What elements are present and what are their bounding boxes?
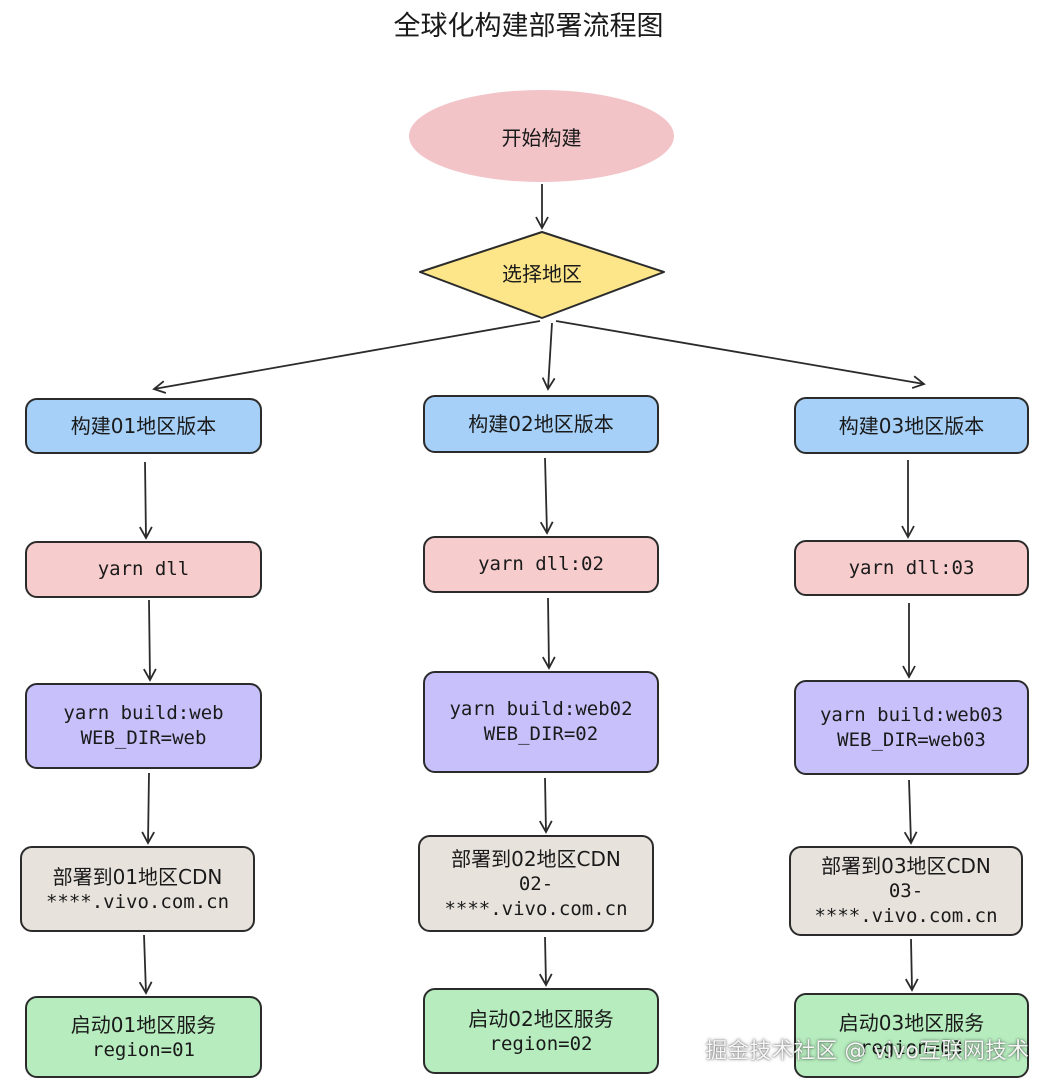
col3-web-node: yarn build:web03 WEB_DIR=web03 — [794, 680, 1029, 775]
arrow-col2-build-to-dll — [539, 457, 554, 535]
arrow-col2-dll-to-web — [542, 597, 556, 670]
col1-dll-label: yarn dll — [97, 558, 190, 581]
arrow-col2-web-to-deploy — [539, 777, 553, 834]
col3-build-node: 构建03地区版本 — [794, 397, 1029, 454]
arrow-decision-to-col3 — [555, 320, 926, 389]
col2-web-node: yarn build:web02 WEB_DIR=02 — [423, 671, 659, 773]
col1-deploy-node: 部署到01地区CDN ****.vivo.com.cn — [20, 846, 255, 932]
col2-dll-label: yarn dll:02 — [478, 553, 604, 576]
col3-web-line2: WEB_DIR=web03 — [837, 728, 986, 751]
col1-dll-node: yarn dll — [25, 541, 262, 598]
col2-deploy-line3: ****.vivo.com.cn — [444, 897, 628, 920]
col1-build-node: 构建01地区版本 — [25, 398, 262, 454]
col2-service-line1: 启动02地区服务 — [468, 1006, 614, 1031]
arrow-col2-deploy-to-service — [538, 936, 553, 987]
col3-service-line1: 启动03地区服务 — [838, 1011, 985, 1036]
diagram-title: 全球化构建部署流程图 — [393, 11, 664, 42]
col1-deploy-line2: ****.vivo.com.cn — [45, 890, 230, 913]
col1-service-line1: 启动01地区服务 — [70, 1012, 217, 1037]
col2-deploy-node: 部署到02地区CDN 02- ****.vivo.com.cn — [418, 835, 654, 932]
col3-deploy-node: 部署到03地区CDN 03- ****.vivo.com.cn — [789, 846, 1023, 936]
arrow-col1-dll-to-web — [143, 599, 157, 682]
col3-service-line2: region=03 — [860, 1037, 963, 1060]
col1-web-line2: WEB_DIR=web — [80, 727, 207, 749]
col1-build-label: 构建01地区版本 — [70, 414, 217, 438]
arrow-col1-web-to-deploy — [141, 772, 155, 845]
decision-node-label: 选择地区 — [502, 261, 582, 286]
col2-build-label: 构建02地区版本 — [468, 412, 614, 436]
start-node: 开始构建 — [409, 90, 674, 182]
col3-deploy-line1: 部署到03地区CDN — [821, 854, 991, 879]
arrow-col1-build-to-dll — [139, 461, 153, 540]
decision-node: 选择地区 — [420, 252, 664, 292]
col1-service-line2: region=01 — [92, 1038, 195, 1061]
col2-service-node: 启动02地区服务 region=02 — [423, 988, 659, 1074]
col2-web-line1: yarn build:web02 — [449, 698, 633, 721]
col1-web-line1: yarn build:web — [63, 702, 224, 725]
watermark: 掘金技术社区 @ vivo互联网技术 — [705, 1039, 1029, 1064]
col3-dll-label: yarn dll:03 — [848, 556, 975, 579]
col1-service-node: 启动01地区服务 region=01 — [25, 996, 262, 1078]
col3-build-label: 构建03地区版本 — [838, 413, 985, 438]
arrow-col1-deploy-to-service — [138, 934, 153, 995]
col3-service-node: 启动03地区服务 region=03 — [794, 993, 1029, 1078]
arrow-decision-to-col2 — [541, 322, 556, 391]
col2-web-line2: WEB_DIR=02 — [483, 723, 599, 745]
col1-web-node: yarn build:web WEB_DIR=web — [25, 683, 262, 769]
start-node-label: 开始构建 — [501, 125, 582, 150]
col3-dll-node: yarn dll:03 — [794, 540, 1029, 596]
col3-web-line1: yarn build:web03 — [819, 703, 1004, 726]
col3-deploy-line2: 03- — [888, 880, 924, 903]
arrow-col3-web-to-deploy — [903, 779, 918, 845]
col2-deploy-line1: 部署到02地区CDN — [451, 846, 621, 871]
arrow-col3-deploy-to-service — [905, 938, 919, 992]
col1-deploy-line1: 部署到01地区CDN — [52, 864, 223, 889]
col2-build-node: 构建02地区版本 — [423, 395, 659, 453]
col2-deploy-line2: 02- — [518, 872, 554, 895]
col2-service-line2: region=02 — [489, 1032, 593, 1055]
col3-deploy-line3: ****.vivo.com.cn — [814, 905, 998, 927]
arrow-decision-to-col1 — [152, 320, 541, 394]
decision-diamond — [419, 231, 665, 319]
col2-dll-node: yarn dll:02 — [423, 536, 659, 593]
